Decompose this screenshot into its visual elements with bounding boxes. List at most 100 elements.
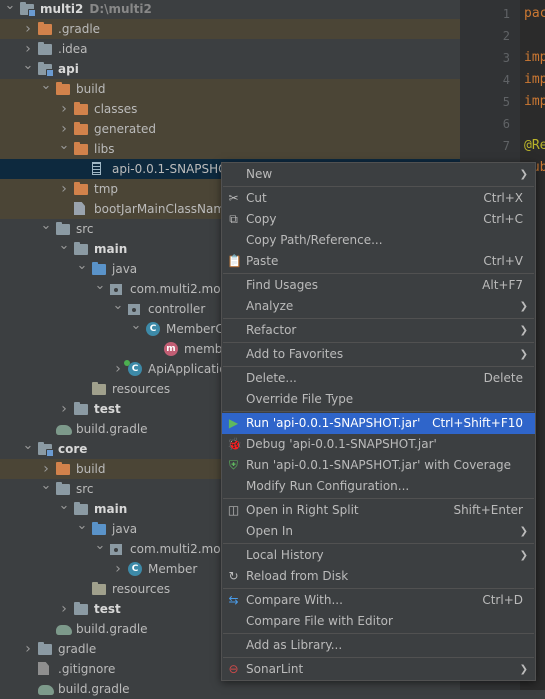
chevron-down-icon[interactable]: ⌄ — [40, 478, 52, 493]
chevron-right-icon[interactable]: › — [25, 21, 31, 37]
submenu-arrow-icon: ❯ — [519, 550, 528, 561]
chevron-down-icon[interactable]: ⌄ — [40, 218, 52, 233]
menu-item-copy-path-reference[interactable]: Copy Path/Reference... — [222, 230, 535, 251]
menu-item-add-to-favorites[interactable]: Add to Favorites❯ — [222, 344, 535, 365]
menu-item-compare-with[interactable]: ⇆Compare With...Ctrl+D — [222, 590, 535, 611]
excluded-folder-icon — [56, 462, 70, 475]
menu-item-open-in[interactable]: Open In❯ — [222, 521, 535, 542]
tree-row[interactable]: resources — [0, 579, 460, 599]
tree-row[interactable]: ⌄core — [0, 439, 460, 459]
tree-row[interactable]: ⌄controller — [0, 299, 460, 319]
tree-row[interactable]: build.gradle — [0, 679, 460, 699]
chevron-right-icon[interactable]: › — [115, 561, 121, 577]
menu-item-compare-file-with-editor[interactable]: Compare File with Editor — [222, 611, 535, 632]
submenu-arrow-icon: ❯ — [519, 664, 528, 675]
menu-item-run-api-0-0-1-snapshot-jar-with-coverage[interactable]: ⛨Run 'api-0.0.1-SNAPSHOT.jar' with Cover… — [222, 455, 535, 476]
chevron-down-icon[interactable]: ⌄ — [76, 518, 88, 533]
menu-item-refactor[interactable]: Refactor❯ — [222, 320, 535, 341]
chevron-down-icon[interactable]: ⌄ — [130, 318, 142, 333]
jar-file-icon — [92, 162, 101, 175]
source-folder-icon — [92, 262, 106, 275]
tree-row[interactable]: ⌄src — [0, 479, 460, 499]
tree-row-label: src — [76, 222, 94, 236]
menu-item-analyze[interactable]: Analyze❯ — [222, 296, 535, 317]
tree-row[interactable]: ›test — [0, 599, 460, 619]
chevron-right-icon[interactable]: › — [61, 401, 67, 417]
menu-item-sonarlint[interactable]: ⊖SonarLint❯ — [222, 659, 535, 680]
chevron-right-icon[interactable]: › — [61, 181, 67, 197]
tree-row[interactable]: ⌄ src — [0, 219, 460, 239]
menu-item-delete[interactable]: Delete...Delete — [222, 368, 535, 389]
tree-row-label: api-0.0.1-SNAPSHOT.jar — [112, 162, 253, 176]
tree-row[interactable]: ›gradle — [0, 639, 460, 659]
code-line[interactable]: import — [524, 94, 545, 109]
tree-row[interactable]: ⌄java — [0, 259, 460, 279]
tree-row[interactable]: ›.idea — [0, 39, 460, 59]
menu-item-local-history[interactable]: Local History ❯ — [222, 545, 535, 566]
menu-item-label: Compare File with Editor — [246, 614, 393, 628]
tree-row[interactable]: ›.gradle — [0, 19, 460, 39]
gitignore-file-icon — [38, 662, 49, 675]
menu-item-shortcut: Ctrl+Shift+F10 — [432, 416, 523, 430]
tree-row[interactable]: ⌄main — [0, 239, 460, 259]
chevron-right-icon[interactable]: › — [25, 641, 31, 657]
menu-item-new[interactable]: New❯ — [222, 164, 535, 185]
tree-row[interactable]: ⌄build — [0, 79, 460, 99]
tree-row[interactable]: ⌄ api — [0, 59, 460, 79]
menu-item-run-api-0-0-1-snapshot-jar[interactable]: ▶Run 'api-0.0.1-SNAPSHOT.jar'Ctrl+Shift+… — [222, 413, 535, 434]
code-line[interactable]: import — [524, 50, 545, 65]
chevron-down-icon[interactable]: ⌄ — [40, 78, 52, 93]
chevron-down-icon[interactable]: ⌄ — [58, 138, 70, 153]
chevron-right-icon[interactable]: › — [61, 601, 67, 617]
chevron-right-icon[interactable]: › — [115, 361, 121, 377]
chevron-down-icon[interactable]: ⌄ — [76, 258, 88, 273]
menu-item-override-file-type[interactable]: Override File Type — [222, 389, 535, 410]
chevron-right-icon[interactable]: › — [61, 121, 67, 137]
menu-item-label: Local History — [246, 548, 324, 562]
menu-separator — [223, 318, 534, 319]
tree-row[interactable]: ⌄com.multi2.module — [0, 539, 460, 559]
menu-item-add-as-library[interactable]: Add as Library... — [222, 635, 535, 656]
chevron-down-icon[interactable]: ⌄ — [58, 238, 70, 253]
chevron-down-icon[interactable]: ⌄ — [22, 58, 34, 73]
tree-row[interactable]: resources — [0, 379, 460, 399]
tree-row[interactable]: ⌄libs — [0, 139, 460, 159]
tree-row[interactable]: ›test — [0, 399, 460, 419]
code-line[interactable]: package — [524, 6, 545, 21]
resources-folder-icon — [92, 582, 106, 595]
tree-row-label: Member — [148, 562, 198, 576]
menu-item-modify-run-configuration[interactable]: Modify Run Configuration... — [222, 476, 535, 497]
chevron-right-icon[interactable]: › — [61, 101, 67, 117]
tree-row[interactable]: ⌄com.multi2.module — [0, 279, 460, 299]
tree-row[interactable]: ›generated — [0, 119, 460, 139]
folder-icon — [74, 402, 88, 415]
chevron-right-icon[interactable]: › — [25, 41, 31, 57]
tree-row[interactable]: ›classes — [0, 99, 460, 119]
chevron-down-icon[interactable]: ⌄ — [94, 278, 106, 293]
tree-row[interactable]: ⌄main — [0, 499, 460, 519]
code-line[interactable]: @Rest — [524, 138, 545, 153]
chevron-down-icon[interactable]: ⌄ — [22, 438, 34, 453]
chevron-down-icon[interactable]: ⌄ — [112, 298, 124, 313]
tree-row[interactable]: build.gradle — [0, 419, 460, 439]
tree-row[interactable]: .gitignore — [0, 659, 460, 679]
tree-row[interactable]: build.gradle — [0, 619, 460, 639]
chevron-down-icon[interactable]: ⌄ — [4, 0, 16, 13]
tree-row-label: api — [58, 62, 79, 76]
chevron-down-icon[interactable]: ⌄ — [94, 538, 106, 553]
menu-item-debug-api-0-0-1-snapshot-jar[interactable]: 🐞Debug 'api-0.0.1-SNAPSHOT.jar' — [222, 434, 535, 455]
chevron-down-icon[interactable]: ⌄ — [58, 498, 70, 513]
paste-icon: 📋 — [227, 254, 242, 268]
tree-row[interactable]: ⌄java — [0, 519, 460, 539]
chevron-right-icon[interactable]: › — [43, 461, 49, 477]
code-line[interactable]: import — [524, 72, 545, 87]
menu-item-reload-from-disk[interactable]: ↻Reload from Disk — [222, 566, 535, 587]
